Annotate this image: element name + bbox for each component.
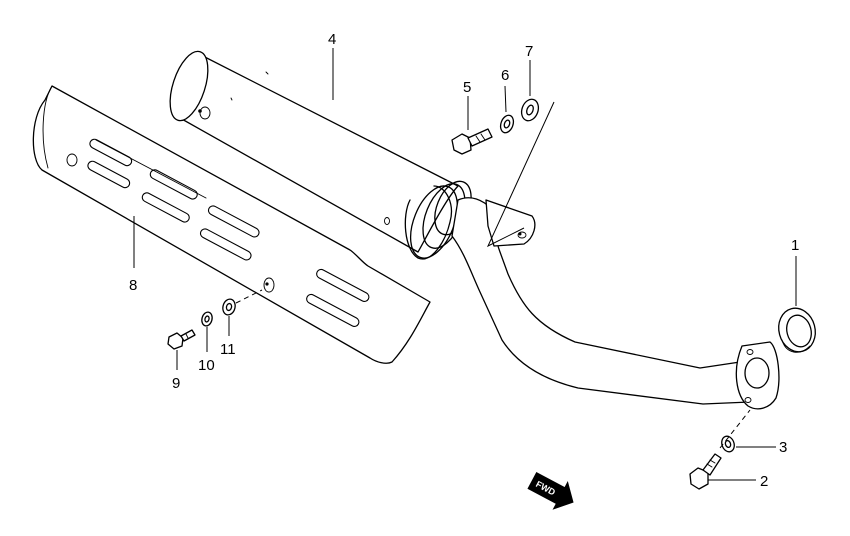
assembly-guide-line xyxy=(719,409,751,449)
muffler-body xyxy=(169,50,472,260)
assembly-guide-line xyxy=(486,101,555,248)
washer-11 xyxy=(222,298,236,316)
heat-shield xyxy=(32,85,431,364)
callout-6: 6 xyxy=(501,67,509,84)
gasket xyxy=(778,307,816,353)
callout-5: 5 xyxy=(463,79,471,96)
callout-8: 8 xyxy=(129,277,137,294)
callout-10: 10 xyxy=(198,357,215,374)
callout-2: 2 xyxy=(760,473,768,490)
exhaust-pipe xyxy=(451,197,780,410)
callout-labels: 1 2 3 4 5 6 7 8 9 10 11 xyxy=(129,31,799,490)
bolt-9 xyxy=(167,329,196,350)
callout-4: 4 xyxy=(328,31,336,48)
washer-10 xyxy=(201,311,213,327)
leader-lines xyxy=(133,48,797,481)
assembly-guide-line xyxy=(235,289,263,304)
washer-3 xyxy=(721,435,735,453)
washer-7 xyxy=(520,98,540,122)
bolt-2 xyxy=(689,453,722,490)
callout-7: 7 xyxy=(525,43,533,60)
fwd-arrow-icon: FWD xyxy=(527,471,574,510)
callout-3: 3 xyxy=(779,439,787,456)
bolt-5 xyxy=(451,128,493,155)
callout-1: 1 xyxy=(791,237,799,254)
washer-6 xyxy=(499,114,515,134)
callout-11: 11 xyxy=(220,341,236,358)
callout-9: 9 xyxy=(172,375,180,392)
